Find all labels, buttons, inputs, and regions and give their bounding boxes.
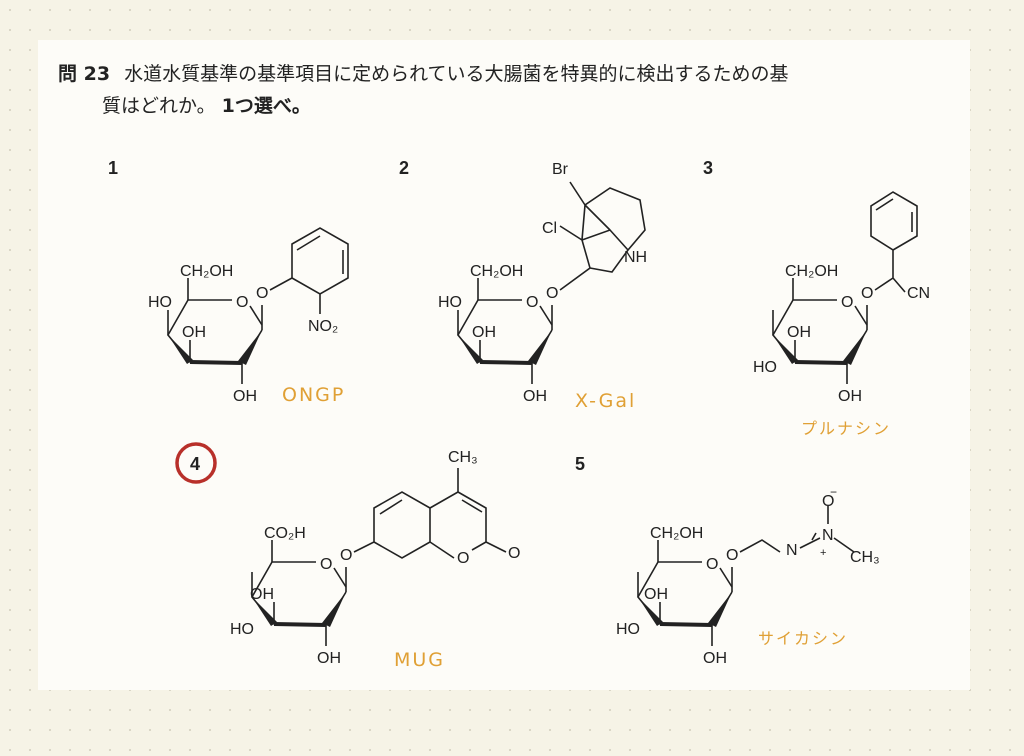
label: + — [820, 547, 826, 559]
label: CH₂OH — [650, 525, 703, 542]
label: OH — [787, 324, 811, 341]
label: OH — [233, 388, 257, 405]
label: OH — [523, 388, 547, 405]
label: O — [340, 547, 352, 564]
question-card — [38, 40, 970, 690]
answer-circle — [175, 442, 217, 484]
label: O — [861, 285, 873, 302]
option-4-number: 4 — [190, 454, 200, 474]
label: O — [508, 545, 520, 562]
option-2-structure — [456, 181, 646, 386]
option-5-number: 5 — [575, 454, 585, 474]
label: O — [726, 547, 738, 564]
annotation-xgal: X-Gal — [575, 390, 636, 412]
label: OH — [182, 324, 206, 341]
label: OH — [838, 388, 862, 405]
label: OH — [317, 650, 341, 667]
label: HO — [148, 294, 172, 311]
label: HO — [616, 621, 640, 638]
option-5-structure — [636, 506, 855, 648]
annotation-prunasin: プルナシン — [801, 419, 891, 438]
label: HO — [753, 359, 777, 376]
label: O — [546, 285, 558, 302]
label: CH₂OH — [785, 263, 838, 280]
label: CH₃ — [448, 449, 478, 466]
label: N — [786, 542, 798, 559]
option-4-structure — [250, 468, 507, 648]
label: CO₂H — [264, 525, 306, 542]
label: O — [706, 556, 718, 573]
option-1-number: 1 — [108, 158, 118, 178]
label: O — [320, 556, 332, 573]
option-1-structure — [166, 227, 349, 386]
label: OH — [250, 586, 274, 603]
label: HO — [438, 294, 462, 311]
label: NH — [624, 249, 647, 266]
question-line1: 水道水質基準の基準項目に定められている大腸菌を特異的に検出するための基 — [124, 63, 789, 85]
label: CH₂OH — [180, 263, 233, 280]
label: CH₂OH — [470, 263, 523, 280]
label: O — [841, 294, 853, 311]
option-3-structure — [771, 191, 918, 386]
label: O — [526, 294, 538, 311]
question-number: 問 23 — [58, 63, 111, 85]
question-line2: 質はどれか。 — [102, 95, 216, 117]
option-2-number: 2 — [399, 158, 409, 178]
label: HO — [230, 621, 254, 638]
label: OH — [644, 586, 668, 603]
label: Cl — [542, 220, 557, 237]
option-3-number: 3 — [703, 158, 713, 178]
label: O — [822, 493, 834, 510]
label: OH — [703, 650, 727, 667]
label: OH — [472, 324, 496, 341]
annotation-ongp: ONGP — [282, 384, 345, 406]
label: CH₃ — [850, 549, 880, 566]
label: CN — [907, 285, 930, 302]
label: − — [830, 485, 837, 499]
annotation-mug: MUG — [394, 649, 445, 671]
label: N — [822, 527, 834, 544]
label: NO₂ — [308, 318, 338, 335]
label: O — [457, 550, 469, 567]
question-instruction: 1つ選べ。 — [221, 95, 311, 117]
annotation-cycasin: サイカシン — [758, 629, 848, 648]
label: O — [256, 285, 268, 302]
label: O — [236, 294, 248, 311]
label: Br — [552, 161, 569, 178]
